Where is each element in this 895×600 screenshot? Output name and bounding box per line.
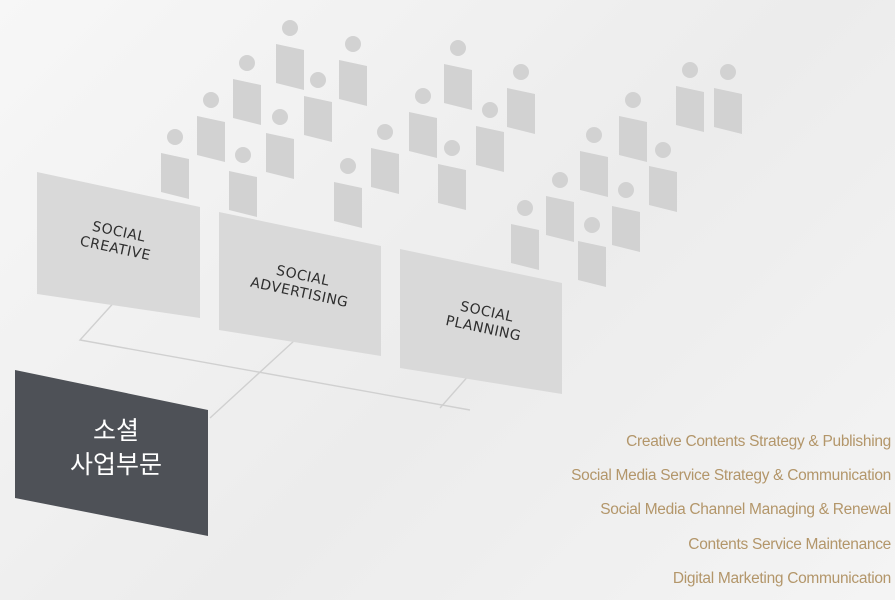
panel-social-advertising (219, 212, 381, 356)
person-icon (546, 172, 574, 242)
division-title: 소셜 사업부문 (46, 414, 186, 482)
service-item: Digital Marketing Communication (672, 569, 891, 587)
service-list: Creative Contents Strategy & Publishing … (371, 425, 891, 596)
division-title-line1: 소셜 (92, 416, 139, 445)
person-icon (334, 158, 362, 228)
person-icon (476, 102, 504, 172)
service-item: Social Media Channel Managing & Renewal (600, 501, 891, 519)
person-icon (161, 129, 189, 199)
person-icon (444, 40, 472, 110)
panel-social-creative (37, 172, 200, 318)
person-icon (580, 127, 608, 197)
service-item: Contents Service Maintenance (688, 535, 891, 553)
person-icon (339, 36, 367, 106)
person-icon (612, 182, 640, 252)
person-icon (511, 200, 539, 270)
person-icon (714, 64, 742, 134)
person-icon (438, 140, 466, 210)
service-item: Social Media Service Strategy & Communic… (571, 467, 891, 485)
service-item: Creative Contents Strategy & Publishing (626, 433, 891, 450)
person-icon (409, 88, 437, 158)
person-icon (266, 109, 294, 179)
division-title-line2: 사업부문 (69, 450, 162, 479)
person-icon (276, 20, 304, 90)
panel-social-planning (400, 249, 562, 394)
person-icon (676, 62, 704, 132)
person-icon (304, 72, 332, 142)
person-icon (233, 55, 261, 125)
people-group (161, 20, 742, 287)
person-icon (197, 92, 225, 162)
person-icon (507, 64, 535, 134)
person-icon (229, 147, 257, 217)
person-icon (619, 92, 647, 162)
division-box (15, 370, 208, 536)
person-icon (578, 217, 606, 287)
person-icon (649, 142, 677, 212)
person-icon (371, 124, 399, 194)
